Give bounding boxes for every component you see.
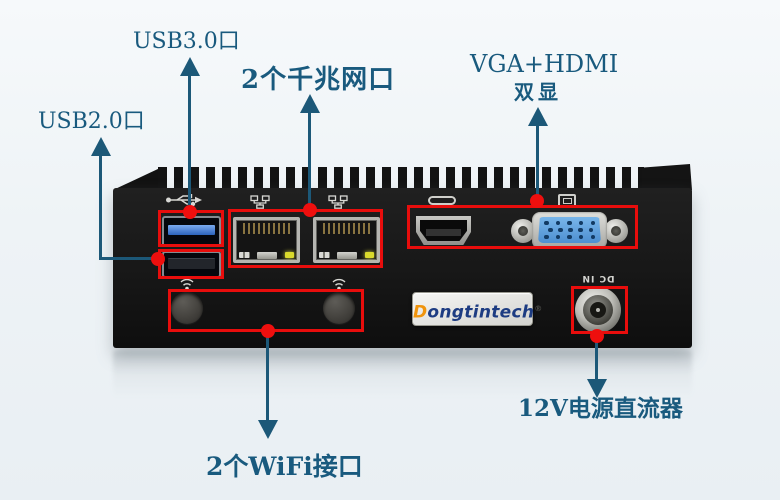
callout-line-display (536, 126, 539, 202)
callout-dot-usb3 (183, 205, 197, 219)
label-display-line2: 双显 (514, 80, 562, 104)
ethernet-port-1 (233, 217, 300, 263)
hdmi-port (416, 216, 471, 245)
callout-dot-display (530, 194, 544, 208)
callout-line-usb3 (188, 75, 191, 213)
arrow-up-icon-display (528, 107, 548, 126)
usb2-port (162, 251, 221, 278)
label-usb2: USB2.0口 (38, 109, 145, 134)
hdmi-port-tongue (425, 229, 462, 237)
chassis-left-shoulder (113, 168, 160, 190)
wifi-antenna-hole-1 (171, 292, 203, 324)
chassis-right-corner (642, 164, 692, 190)
ethernet-port-2 (313, 217, 380, 263)
callout-dot-power (590, 329, 604, 343)
brand-logo-initial: D (413, 302, 428, 323)
arrow-up-icon-usb3 (180, 57, 200, 76)
rj45-status-leds (319, 252, 330, 258)
callout-dot-lan (303, 203, 317, 217)
ethernet-network-icon (328, 195, 348, 209)
highlight-box-dc (571, 286, 628, 334)
arrow-down-icon-power (587, 379, 607, 398)
label-power: 12V电源直流器 (518, 395, 683, 422)
label-lan: 2个千兆网口 (241, 65, 396, 95)
dc-in-silkscreen-label: DC IN (581, 273, 615, 283)
vga-pin-row (548, 227, 593, 233)
wifi-antenna-hole-2 (323, 292, 355, 324)
rj45-activity-led (365, 252, 374, 258)
ethernet-network-icon (250, 195, 270, 209)
callout-line-lan (308, 113, 311, 211)
usb2-tongue (168, 258, 215, 269)
brand-logo-text: ongtintech (427, 302, 535, 323)
label-usb3: USB3.0口 (133, 29, 240, 54)
vga-screw-post-right (604, 219, 628, 243)
callout-dot-wifi (261, 324, 275, 338)
vga-pin-block (538, 217, 601, 243)
monitor-icon-screen (563, 198, 572, 204)
callout-dot-usb2 (151, 252, 165, 266)
heatsink-fins (158, 167, 644, 190)
rj45-latch (256, 252, 277, 259)
rj45-activity-led (285, 252, 294, 258)
usb-trident-icon (166, 194, 202, 207)
rj45-pins (243, 223, 290, 234)
callout-line-usb2-horizontal (99, 257, 159, 260)
dc-jack-pin (596, 308, 600, 312)
callout-line-power (595, 336, 598, 380)
arrow-up-icon-lan (300, 94, 320, 113)
vga-pin-row (544, 234, 595, 240)
screw-hole (611, 226, 621, 236)
highlight-box-lan (228, 209, 383, 268)
rj45-pins (323, 223, 370, 234)
vga-dsub-shell (532, 212, 607, 249)
callout-line-wifi (266, 331, 269, 421)
brand-logo: Dongtintech® (412, 292, 542, 326)
hdmi-outline-icon (428, 196, 456, 205)
screw-hole (518, 226, 528, 236)
vga-pin-row (544, 220, 595, 226)
callout-line-usb2-vertical (99, 156, 102, 260)
highlight-box-display (407, 205, 638, 249)
label-wifi: 2个WiFi接口 (206, 452, 363, 481)
usb3-tongue (168, 225, 215, 235)
vga-port (511, 212, 628, 249)
label-display-line1: VGA+HDMI (470, 50, 619, 78)
registered-trademark-icon: ® (534, 304, 543, 313)
vga-screw-post-left (511, 219, 535, 243)
dc-power-jack (575, 287, 621, 333)
rj45-status-leds (239, 252, 250, 258)
rj45-latch (336, 252, 357, 259)
arrow-down-icon-wifi (258, 420, 278, 439)
arrow-up-icon-usb2 (91, 137, 111, 156)
highlight-box-usb2 (158, 249, 224, 279)
